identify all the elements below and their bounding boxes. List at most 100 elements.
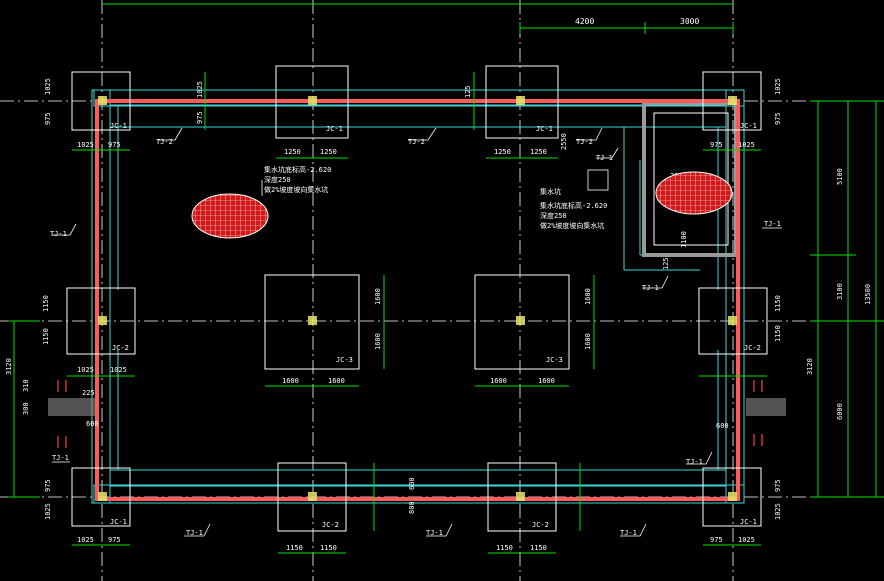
columns — [98, 96, 737, 501]
dim-b2-1150b: 1150 — [320, 544, 337, 552]
label-tj2-a: TJ-2 — [156, 138, 173, 146]
dim-1025-right-bottom: 1025 — [774, 503, 782, 520]
section-markers — [57, 380, 763, 448]
dim-1150-right: 1150 — [774, 295, 782, 312]
dim-6000: 6000 — [836, 403, 844, 420]
dim-3120-left: 3120 — [5, 358, 13, 375]
note-pit-right-3: 做2%坡度坡向集水坑 — [540, 221, 604, 230]
dim-jc3r-1600a: 1600 — [490, 377, 507, 385]
footing-jc1-br — [702, 467, 762, 527]
label-jc3-l: JC-3 — [336, 356, 353, 364]
dim-b3-1150a: 1150 — [496, 544, 513, 552]
dim-1025-left-top: 1025 — [44, 78, 52, 95]
dim-jc3l-v1: 1600 — [374, 288, 382, 305]
dim-600-right: 600 — [716, 422, 729, 430]
strip-footings — [91, 89, 745, 504]
footing-jc3-l — [264, 274, 360, 370]
label-tj1-right-b: TJ-1 — [686, 458, 703, 466]
dim-t2-1250a: 1250 — [284, 148, 301, 156]
dim-3120-right: 3120 — [806, 358, 814, 375]
dim-jc3r-1600b: 1600 — [538, 377, 555, 385]
pit-notes: 集水坑底标高-2.620 深度250 做2%坡度坡向集水坑 集水坑底标高-2.6… — [261, 165, 609, 230]
label-jc1-tr: JC-1 — [740, 122, 757, 130]
label-tj2-b: TJ-2 — [408, 138, 425, 146]
dim-v-1100: 1100 — [680, 231, 688, 248]
dim-t2-1250b: 1250 — [320, 148, 337, 156]
dim-1150-left: 1150 — [42, 295, 50, 312]
dim-13500: 13500 — [864, 284, 872, 305]
note-pit-tag: 集水坑 — [540, 187, 561, 196]
dim-br-975: 975 — [710, 536, 723, 544]
footing-jc2-r — [698, 287, 768, 355]
label-jc2-l: JC-2 — [112, 344, 129, 352]
dim-975-right-bottom: 975 — [774, 479, 782, 492]
note-pit-right-1: 集水坑底标高-2.620 — [540, 201, 607, 210]
dim-v-600: 600 — [408, 477, 416, 490]
label-jc1-t2: JC-1 — [326, 125, 343, 133]
dim-975-right-top: 975 — [774, 112, 782, 125]
left-dimension-chain: 3120 1025 975 1150 1150 975 1025 310 300 — [5, 78, 52, 520]
right-dimension-chain: 5100 3100 13500 6000 3120 1025 975 1150 … — [774, 78, 884, 520]
label-tj1-pit-b: TJ-1 — [642, 284, 659, 292]
dim-975-left-bottom: 975 — [44, 479, 52, 492]
note-pit-left-3: 做2%坡度坡向集水坑 — [264, 185, 328, 194]
footing-jc2-l — [66, 287, 136, 355]
sump-pit-left — [191, 193, 269, 239]
note-pit-right-2: 深度250 — [540, 211, 567, 220]
dim-5100: 5100 — [836, 168, 844, 185]
label-tj1-bottom-a: TJ-1 — [186, 529, 203, 537]
dim-t3-1250a: 1250 — [494, 148, 511, 156]
wall-outline — [95, 99, 740, 501]
label-jc2-r: JC-2 — [744, 344, 761, 352]
dim-b2-1150a: 1150 — [286, 544, 303, 552]
dim-jc3l-v2: 1600 — [374, 333, 382, 350]
dim-225: 225 — [82, 389, 95, 397]
note-pit-left-2: 深度250 — [264, 175, 291, 184]
label-jc1-t3: JC-1 — [536, 125, 553, 133]
top-dimension-chain: 4200 3000 — [102, 3, 734, 34]
dim-1150-right-b: 1150 — [774, 325, 782, 342]
dim-v-2550: 2550 — [560, 133, 568, 150]
footings-jc — [66, 65, 768, 532]
dim-jc3l-1600a: 1600 — [282, 377, 299, 385]
dim-1025-left-bottom: 1025 — [44, 503, 52, 520]
dim-tl-1025: 1025 — [77, 141, 94, 149]
dim-3100: 3100 — [836, 283, 844, 300]
dim-bl-1025: 1025 — [77, 536, 94, 544]
dim-v-125-pit: 125 — [662, 257, 670, 270]
label-tj1-right: TJ-1 — [764, 220, 781, 228]
dim-l-1025: 1025 — [77, 366, 94, 374]
label-jc1-tl: JC-1 — [110, 122, 127, 130]
footing-jc1-t2 — [275, 65, 349, 139]
footing-jc1-t3 — [485, 65, 559, 139]
label-jc2-b3: JC-2 — [532, 521, 549, 529]
label-jc2-b2: JC-2 — [322, 521, 339, 529]
footing-jc1-bl — [71, 467, 131, 527]
label-tj1-pit: TJ-1 — [596, 154, 613, 162]
label-jc3-r: JC-3 — [546, 356, 563, 364]
pit-walls — [48, 101, 786, 416]
dim-1150-left-b: 1150 — [42, 328, 50, 345]
dim-b3-1150b: 1150 — [530, 544, 547, 552]
note-pit-left-1: 集水坑底标高-2.620 — [264, 165, 331, 174]
dim-3000: 3000 — [680, 17, 699, 26]
label-tj1-left: TJ-1 — [50, 230, 67, 238]
dim-jc3r-v1: 1600 — [584, 288, 592, 305]
dim-bl-975: 975 — [108, 536, 121, 544]
strip-labels: TJ-2 TJ-2 TJ-2 TJ-1 TJ-1 TJ-1 TJ-1 TJ-1 … — [50, 127, 782, 537]
footing-jc1-tr — [702, 71, 762, 131]
label-tj1-bottom-c: TJ-1 — [620, 529, 637, 537]
dim-tr-1025: 1025 — [738, 141, 755, 149]
footing-jc2-b2 — [277, 462, 347, 532]
label-tj1-bottom-b: TJ-1 — [426, 529, 443, 537]
label-jc1-br: JC-1 — [740, 518, 757, 526]
footing-jc3-r — [474, 274, 570, 370]
label-tj2-c: TJ-2 — [576, 138, 593, 146]
dim-t3-1250b: 1250 — [530, 148, 547, 156]
dim-v-125-b: 125 — [464, 85, 472, 98]
pit-tag-box — [587, 169, 609, 191]
dim-4200: 4200 — [575, 17, 594, 26]
dim-br-1025: 1025 — [738, 536, 755, 544]
